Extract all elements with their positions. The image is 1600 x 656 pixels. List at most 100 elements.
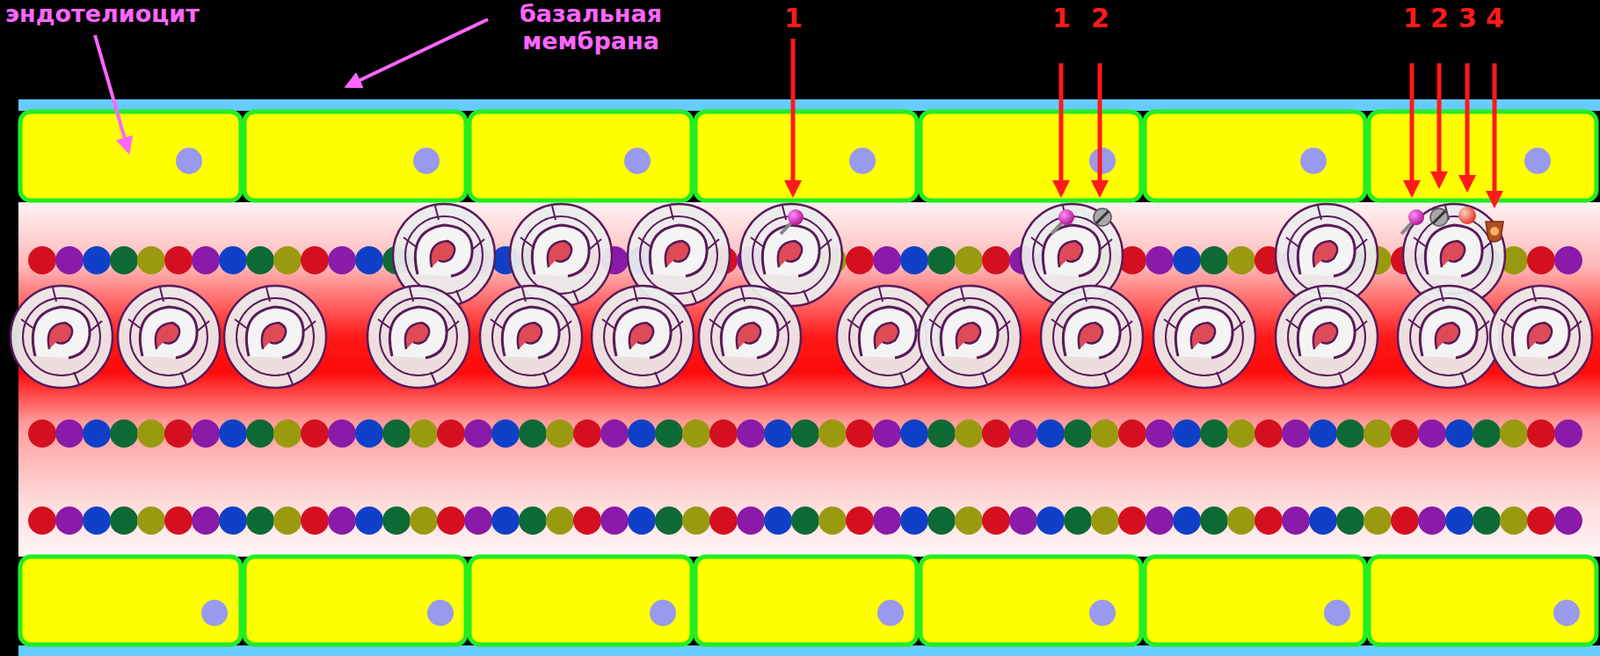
- plasma-particle: [1200, 246, 1229, 275]
- plasma-particle: [109, 246, 139, 275]
- callout-number: 1: [784, 3, 803, 35]
- neutrophil: [591, 285, 694, 388]
- neutrophil: [367, 285, 470, 388]
- neutrophil: [698, 285, 801, 388]
- plasma-particle: [1363, 506, 1392, 535]
- plasma-particle: [1336, 506, 1365, 535]
- plasma-particle: [491, 506, 520, 535]
- neutrophil: [1397, 285, 1500, 388]
- plasma-particle: [818, 506, 847, 535]
- plasma-particle: [518, 506, 547, 535]
- plasma-particle: [1172, 419, 1201, 448]
- neutrophils: [10, 203, 1593, 388]
- plasma-particle: [600, 506, 629, 535]
- plasma-particle: [682, 419, 711, 448]
- plasma-particle: [1254, 506, 1283, 535]
- plasma-particle: [1527, 506, 1556, 535]
- plasma-particle: [763, 506, 793, 535]
- basal-membrane: [18, 99, 1600, 111]
- plasma-particle: [137, 419, 166, 448]
- plasma-particle: [218, 506, 248, 535]
- plasma-particle: [1009, 419, 1038, 448]
- plasma-particle: [845, 506, 874, 535]
- plasma-particle: [409, 506, 438, 535]
- plasma-particle: [1036, 419, 1065, 448]
- plasma-particle: [382, 419, 411, 448]
- plasma-particle: [355, 246, 384, 275]
- plasma-particle: [464, 419, 493, 448]
- callout-number: 3: [1458, 3, 1477, 35]
- plasma-particle: [900, 246, 929, 275]
- endothelial-cell: [920, 111, 1142, 201]
- plasma-particle: [954, 506, 983, 535]
- plasma-particle: [1172, 246, 1201, 275]
- plasma-particle: [900, 419, 929, 448]
- cell-nucleus: [1323, 599, 1351, 626]
- adhesion-molecules: [780, 206, 1504, 242]
- plasma-particle: [1309, 419, 1338, 448]
- plasma-particle: [736, 506, 765, 535]
- plasma-particle: [327, 506, 357, 535]
- plasma-particle: [246, 246, 275, 275]
- neutrophil: [1040, 285, 1143, 388]
- cell-nucleus: [201, 599, 228, 626]
- plasma-particle: [300, 506, 329, 535]
- plasma-particle: [981, 246, 1011, 275]
- plasma-particle: [246, 419, 275, 448]
- plasma-particle: [1554, 506, 1583, 535]
- callout-number: 4: [1485, 3, 1505, 35]
- plasma-particle: [164, 419, 193, 448]
- plasma-particle: [164, 506, 193, 535]
- plasma-particle: [1499, 506, 1528, 535]
- plasma-particle: [382, 506, 411, 535]
- neutrophil: [480, 285, 582, 388]
- callout-arrows: [792, 38, 1495, 204]
- endothelial-cell: [695, 111, 917, 201]
- structure-label: базальная мембрана: [494, 0, 688, 55]
- plasma-particle: [654, 506, 684, 535]
- cell-nucleus: [624, 147, 651, 175]
- plasma-particle: [355, 506, 384, 535]
- basal-membrane: [18, 645, 1600, 656]
- plasma-particle: [1363, 419, 1392, 448]
- plasma-particle: [954, 419, 983, 448]
- cell-nucleus: [649, 599, 677, 626]
- plasma-particle: [627, 506, 656, 535]
- plasma-particle: [191, 506, 220, 535]
- plasma-particle: [191, 246, 220, 275]
- plasma-particle: [137, 246, 166, 275]
- cell-nucleus: [1089, 147, 1116, 175]
- endothelial-cell: [1368, 111, 1597, 201]
- callout-number: 2: [1090, 3, 1110, 35]
- neutrophil: [1275, 285, 1378, 388]
- callout-number: 1: [1403, 3, 1422, 35]
- plasma-particle: [872, 246, 902, 275]
- neutrophil: [117, 285, 220, 388]
- plasma-particle: [355, 419, 384, 448]
- plasma-particle: [327, 419, 357, 448]
- plasma-particle: [682, 506, 711, 535]
- plasma-particle: [218, 419, 248, 448]
- plasma-particle: [28, 246, 57, 275]
- plasma-particle: [763, 419, 793, 448]
- plasma-particle: [1227, 506, 1256, 535]
- plasma-particle: [927, 246, 956, 275]
- plasma-particle: [872, 419, 902, 448]
- plasma-particle: [573, 419, 602, 448]
- plasma-particle: [82, 246, 111, 275]
- plasma-particle: [82, 506, 111, 535]
- plasma-particle: [1063, 506, 1092, 535]
- plasma-particle: [1499, 419, 1528, 448]
- endothelial-cell: [469, 111, 692, 201]
- plasma-particle: [273, 419, 302, 448]
- plasma-particle: [1527, 419, 1556, 448]
- leader-arrows: [94, 19, 488, 152]
- endothelial-cell: [469, 556, 692, 645]
- plasma-particle: [709, 419, 738, 448]
- plasma-particle: [300, 419, 329, 448]
- endothelial-cell: [695, 556, 917, 645]
- neutrophil: [1153, 285, 1256, 388]
- plasma-particle: [1281, 419, 1310, 448]
- plasma-particle: [28, 419, 57, 448]
- plasma-particle: [927, 419, 956, 448]
